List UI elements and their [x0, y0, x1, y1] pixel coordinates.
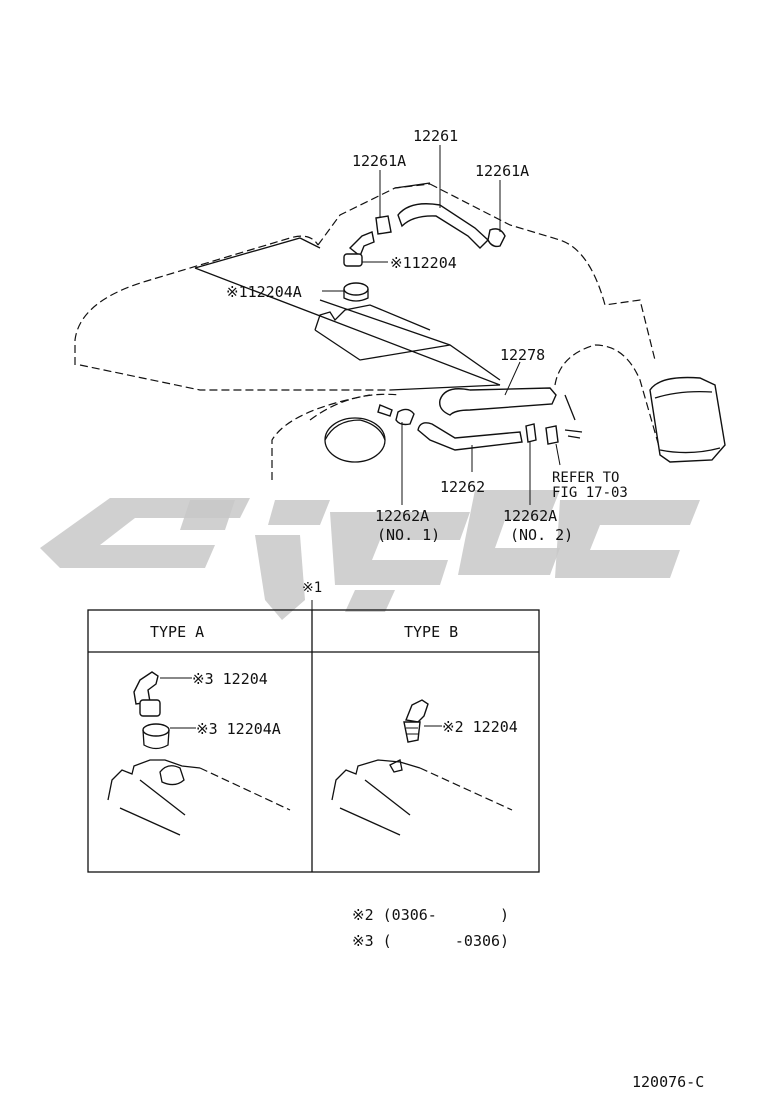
label-12261: 12261 [413, 127, 458, 145]
type-b-part1-label: ※2 12204 [442, 718, 518, 736]
label-12262: 12262 [440, 478, 485, 496]
engine-outline [74, 182, 661, 480]
pcv-valve-12204 [343, 231, 375, 267]
label-refer-to: REFER TO [552, 470, 619, 486]
clamp-12261A-right [487, 228, 506, 248]
type-b-drawing: ※2 12204 [331, 699, 518, 836]
clamp-12261A-left [375, 215, 392, 235]
note-3: ※3 ( -0306) [352, 932, 509, 950]
hose-12261 [397, 203, 490, 249]
figure-id: 120076-C [632, 1073, 704, 1091]
label-12278: 12278 [500, 346, 545, 364]
type-table: TYPE A TYPE B [87, 600, 540, 873]
label-12204A: ※112204A [226, 283, 302, 301]
label-fig-ref: FIG 17-03 [552, 485, 628, 501]
type-a-header: TYPE A [150, 623, 204, 641]
type-b-header: TYPE B [404, 623, 458, 641]
label-12261A-right: 12261A [475, 162, 529, 180]
upper-labels: 12261 12261A 12261A ※112204 ※112204A 122… [226, 127, 628, 596]
type-a-part2-label: ※3 12204A [196, 720, 281, 738]
leader-lines [322, 145, 561, 505]
label-12262A-no2: 12262A [503, 507, 557, 525]
type-a-part1-label: ※3 12204 [192, 670, 268, 688]
clamp-12262A-no1 [377, 404, 415, 426]
label-note-marker: ※1 [302, 580, 322, 596]
grommet-12204A [343, 282, 369, 302]
label-12262A-no1: 12262A [375, 507, 429, 525]
label-no2: (NO. 2) [510, 526, 573, 544]
watermark-logo [40, 490, 700, 620]
note-2: ※2 (0306- ) [352, 906, 509, 924]
label-12204: ※112204 [390, 254, 457, 272]
label-no1: (NO. 1) [377, 526, 440, 544]
label-12261A-left: 12261A [352, 152, 406, 170]
hose-12262 [417, 422, 523, 451]
type-a-drawing: ※3 12204 ※3 12204A [107, 670, 291, 836]
notes: ※2 (0306- ) ※3 ( -0306) [352, 906, 509, 950]
clamp-12262A-no2 [525, 423, 583, 445]
air-cleaner [649, 376, 726, 463]
hose-12278 [439, 387, 557, 416]
